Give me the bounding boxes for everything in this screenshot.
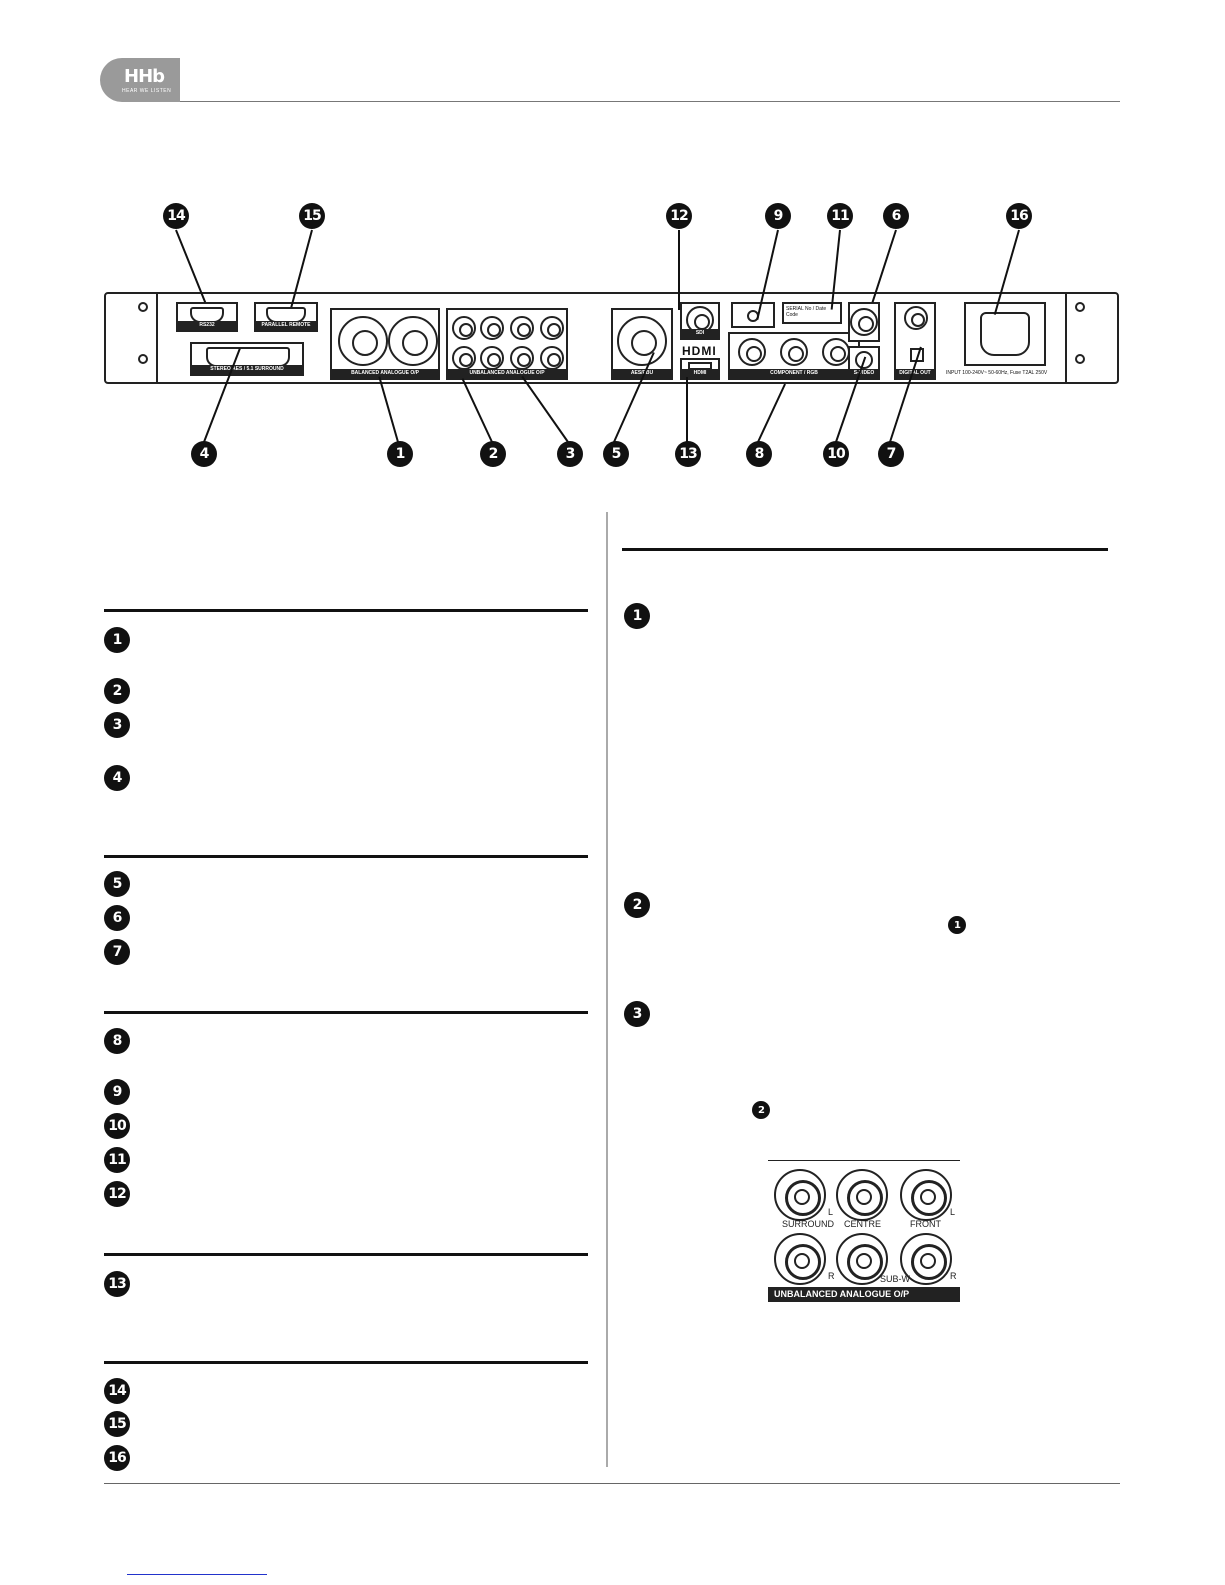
footer-rule: [104, 1483, 1120, 1484]
callout-12: 12: [666, 203, 692, 229]
right-label-1: R: [828, 1271, 835, 1281]
callout-4: 4: [191, 441, 217, 467]
component-output-block: COMPONENT / RGB: [728, 332, 860, 380]
right-item-3: 3: [624, 1001, 650, 1027]
list-item-6: 6: [104, 905, 130, 931]
list-item-7: 7: [104, 939, 130, 965]
list-item-5: 5: [104, 871, 130, 897]
right-label-2: R: [950, 1271, 957, 1281]
callout-14: 14: [163, 203, 189, 229]
callout-10: 10: [823, 441, 849, 467]
list-item-15: 15: [104, 1411, 130, 1437]
list-item-10: 10: [104, 1113, 130, 1139]
unbalanced-output-inset: SURROUND CENTRE FRONT SUB-W L L R R UNBA…: [768, 1160, 960, 1302]
list-item-16: 16: [104, 1445, 130, 1471]
rack-ear-right: [1065, 294, 1117, 382]
list-item-2: 2: [104, 678, 130, 704]
rear-panel-figure: RS232 PARALLEL REMOTE STEREO AES / 5.1 S…: [104, 292, 1119, 384]
unbalanced-output-block: UNBALANCED ANALOGUE O/P: [446, 308, 568, 380]
section-rule-control: [104, 1361, 588, 1364]
aes-output-block: AES/EBU: [611, 308, 673, 380]
balanced-output-block: BALANCED ANALOGUE O/P: [330, 308, 440, 380]
centre-label: CENTRE: [844, 1219, 882, 1229]
xlr-left-connector: [338, 316, 388, 366]
subw-label: SUB-W: [880, 1274, 910, 1284]
rack-ear-left: [106, 294, 158, 382]
rs232-port: RS232: [176, 302, 238, 332]
digital-io-port: STEREO AES / 5.1 SURROUND: [190, 342, 304, 376]
callout-6: 6: [883, 203, 909, 229]
section-rule-hdmi: [104, 1253, 588, 1256]
list-item-12: 12: [104, 1181, 130, 1207]
footer-link-underline[interactable]: [127, 1574, 267, 1575]
callout-15: 15: [299, 203, 325, 229]
callout-16: 16: [1006, 203, 1032, 229]
column-divider: [606, 512, 608, 1467]
logo-tab: [100, 58, 180, 102]
callout-1: 1: [387, 441, 413, 467]
list-item-11: 11: [104, 1147, 130, 1173]
sdi-port: SDI: [680, 302, 720, 340]
brand-tagline: HEAR WE LISTEN: [122, 88, 172, 94]
mains-inlet: [964, 302, 1046, 366]
callout-5: 5: [603, 441, 629, 467]
list-item-13: 13: [104, 1271, 130, 1297]
video-port: [848, 302, 880, 342]
inline-ref-1: 1: [948, 916, 966, 934]
serial-label: SERIAL No / Date Code: [782, 302, 842, 324]
callout-9: 9: [765, 203, 791, 229]
callout-8: 8: [746, 441, 772, 467]
xlr-right-connector: [388, 316, 438, 366]
list-item-14: 14: [104, 1378, 130, 1404]
brand-logo: HHb: [124, 66, 165, 87]
surround-label: SURROUND: [782, 1219, 835, 1229]
callout-13: 13: [675, 441, 701, 467]
list-item-4: 4: [104, 765, 130, 791]
callout-3: 3: [557, 441, 583, 467]
inline-ref-2: 2: [752, 1101, 770, 1119]
left-label-2: L: [950, 1207, 956, 1217]
hdmi-port: HDMI: [680, 358, 720, 380]
section-rule-video: [104, 1011, 588, 1014]
hdmi-logo: HDMI: [682, 344, 717, 358]
list-item-1: 1: [104, 627, 130, 653]
list-item-8: 8: [104, 1028, 130, 1054]
callout-2: 2: [480, 441, 506, 467]
parallel-remote-port: PARALLEL REMOTE: [254, 302, 318, 332]
front-label: FRONT: [910, 1219, 941, 1229]
callout-7: 7: [878, 441, 904, 467]
left-label-1: L: [828, 1207, 834, 1217]
list-item-3: 3: [104, 712, 130, 738]
list-item-9: 9: [104, 1079, 130, 1105]
right-item-2: 2: [624, 892, 650, 918]
reference-input: [731, 302, 775, 328]
header-rule: [180, 101, 1120, 102]
section-rule-digital-audio: [104, 855, 588, 858]
mains-rating-label: INPUT 100-240V~ 50-60Hz, Fuse T2AL 250V: [946, 370, 1048, 376]
inset-caption-bar: UNBALANCED ANALOGUE O/P: [768, 1287, 960, 1302]
right-item-1: 1: [624, 603, 650, 629]
section-rule-audio: [104, 609, 588, 612]
section-rule-right: [622, 548, 1108, 551]
callout-11: 11: [827, 203, 853, 229]
digital-out-block: DIGITAL OUT: [894, 302, 936, 380]
